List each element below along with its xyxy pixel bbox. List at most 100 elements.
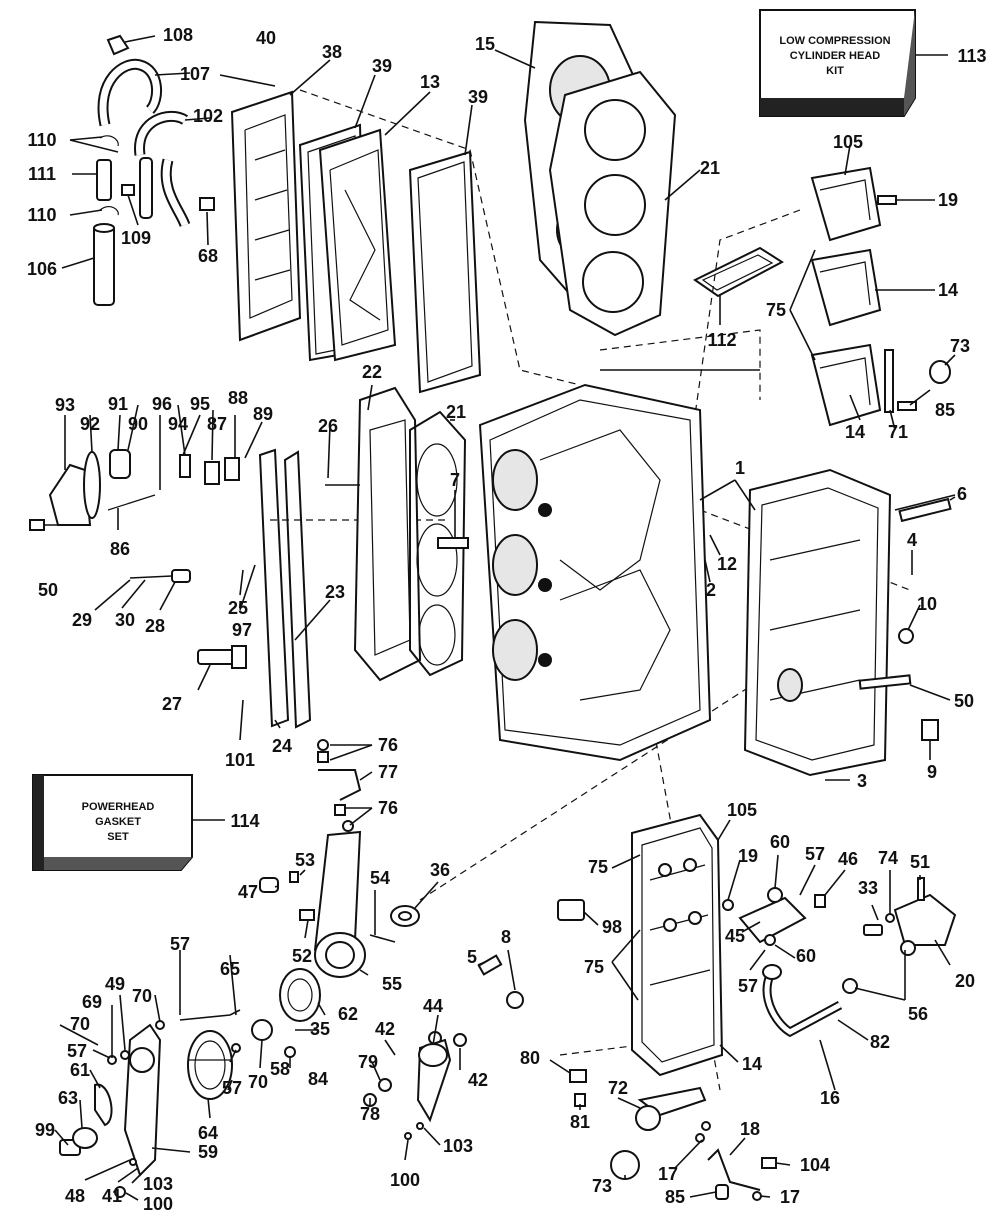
callout-111: 111 xyxy=(28,164,56,184)
callout-50b: 50 xyxy=(954,691,974,711)
callout-6: 6 xyxy=(957,484,967,504)
callout-70a: 70 xyxy=(132,986,152,1006)
callout-82: 82 xyxy=(870,1032,890,1052)
callout-51: 51 xyxy=(910,852,930,872)
callout-60b: 60 xyxy=(796,946,816,966)
callout-105b: 105 xyxy=(727,800,757,820)
exhaust-cover-38 xyxy=(219,74,302,342)
callout-90: 90 xyxy=(128,414,148,434)
callout-49: 49 xyxy=(105,974,125,994)
throttle-arm-55 xyxy=(259,830,420,978)
callout-86: 86 xyxy=(110,539,130,559)
callout-73a: 73 xyxy=(950,336,970,356)
callout-57d: 57 xyxy=(67,1041,87,1061)
callout-12: 12 xyxy=(717,554,737,574)
callout-26: 26 xyxy=(318,416,338,436)
callout-92: 92 xyxy=(80,414,100,434)
callout-17b: 17 xyxy=(780,1187,800,1207)
callout-79: 79 xyxy=(358,1052,378,1072)
callout-113: 113 xyxy=(957,46,986,66)
callout-19b: 19 xyxy=(738,846,758,866)
callout-57b: 57 xyxy=(738,976,758,996)
callout-1: 1 xyxy=(735,458,745,478)
callout-84: 84 xyxy=(308,1069,328,1089)
callout-5: 5 xyxy=(467,947,477,967)
callout-101: 101 xyxy=(225,750,255,770)
callout-93: 93 xyxy=(55,395,75,415)
callout-91: 91 xyxy=(108,394,128,414)
callout-110b: 110 xyxy=(27,205,56,225)
spark-plug-27 xyxy=(197,645,247,669)
callout-74: 74 xyxy=(878,848,898,868)
callout-50a: 50 xyxy=(38,580,58,600)
powerhead-gasket-kit-box: POWERHEAD GASKET SET xyxy=(32,774,225,871)
callout-109: 109 xyxy=(121,228,151,248)
cylinder-block xyxy=(437,383,712,762)
callout-44: 44 xyxy=(423,996,443,1016)
callout-108: 108 xyxy=(163,25,193,45)
callout-81: 81 xyxy=(570,1112,590,1132)
solenoid-20 xyxy=(842,877,957,994)
callout-27: 27 xyxy=(162,694,182,714)
callout-72: 72 xyxy=(608,1078,628,1098)
callout-104: 104 xyxy=(800,1155,830,1175)
callout-13: 13 xyxy=(420,72,440,92)
callout-14b: 14 xyxy=(845,422,865,442)
callout-103a: 103 xyxy=(443,1136,473,1156)
callout-75c: 75 xyxy=(584,957,604,977)
powerhead-kit-line-2: GASKET xyxy=(95,816,141,828)
leader-lines xyxy=(54,35,956,1201)
callout-16: 16 xyxy=(820,1088,840,1108)
callout-100a: 100 xyxy=(143,1194,173,1214)
callout-85b: 85 xyxy=(665,1187,685,1207)
hose-assembly-top-left xyxy=(93,34,215,306)
gasket-112 xyxy=(693,246,784,298)
thermostat-parts xyxy=(29,449,240,531)
callout-96: 96 xyxy=(152,394,172,414)
callout-41: 41 xyxy=(102,1186,122,1206)
callout-105a: 105 xyxy=(833,132,863,152)
callout-68: 68 xyxy=(198,246,218,266)
callout-42a: 42 xyxy=(375,1019,395,1039)
callout-61: 61 xyxy=(70,1060,90,1080)
callout-23: 23 xyxy=(325,582,345,602)
callout-53: 53 xyxy=(295,850,315,870)
callout-64: 64 xyxy=(198,1123,218,1143)
callout-71: 71 xyxy=(888,422,908,442)
callout-45: 45 xyxy=(725,926,745,946)
callout-88: 88 xyxy=(228,388,248,408)
callout-9: 9 xyxy=(927,762,937,782)
callout-70c: 70 xyxy=(248,1072,268,1092)
callout-40: 40 xyxy=(256,28,276,48)
sensor-28-29-30 xyxy=(129,569,191,583)
low-compression-kit-line-2: CYLINDER HEAD xyxy=(790,50,881,62)
callout-65: 65 xyxy=(220,959,240,979)
callout-69: 69 xyxy=(82,992,102,1012)
low-compression-kit-line-3: KIT xyxy=(826,65,844,77)
callout-24: 24 xyxy=(272,736,292,756)
callout-14a: 14 xyxy=(938,280,958,300)
callout-3: 3 xyxy=(857,771,867,791)
gasket-24 xyxy=(258,448,290,728)
callout-80: 80 xyxy=(520,1048,540,1068)
callout-25: 25 xyxy=(228,598,248,618)
callout-73b: 73 xyxy=(592,1176,612,1196)
callout-94: 94 xyxy=(168,414,188,434)
callout-54: 54 xyxy=(370,868,390,888)
callout-10: 10 xyxy=(917,594,937,614)
callout-28: 28 xyxy=(145,616,165,636)
callout-19a: 19 xyxy=(938,190,958,210)
linkage-76-77 xyxy=(317,739,362,832)
callout-114: 114 xyxy=(230,811,259,831)
callout-20: 20 xyxy=(955,971,975,991)
callout-112: 112 xyxy=(707,330,736,350)
low-compression-kit-line-1: LOW COMPRESSION xyxy=(779,35,890,47)
callout-87: 87 xyxy=(207,414,227,434)
low-compression-kit-box: LOW COMPRESSION CYLINDER HEAD KIT xyxy=(759,9,948,117)
callout-42b: 42 xyxy=(468,1070,488,1090)
callout-62: 62 xyxy=(338,1004,358,1024)
callout-14c: 14 xyxy=(742,1054,762,1074)
gasket-21-left xyxy=(409,410,467,677)
callout-30: 30 xyxy=(115,610,135,630)
callout-59: 59 xyxy=(198,1142,218,1162)
